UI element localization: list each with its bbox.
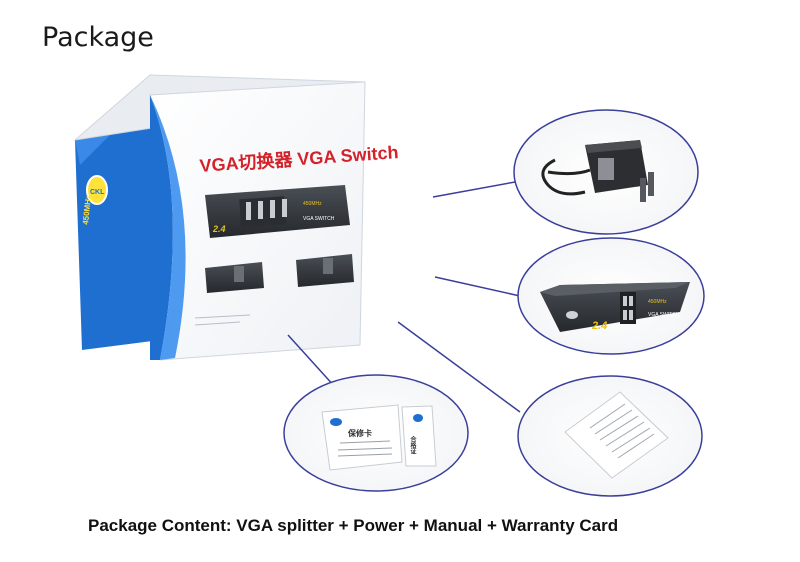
vga-switch-device: 2.4 450MHz VGA SWITCH — [540, 282, 690, 332]
page-heading: Package — [42, 22, 154, 53]
box-logo-icon: CKL — [86, 175, 108, 205]
certificate-card: 合格证 — [401, 405, 437, 467]
warranty-card: 保修卡 — [321, 404, 403, 471]
package-content-caption: Package Content: VGA splitter + Power + … — [88, 516, 619, 535]
svg-text:450MHz: 450MHz — [303, 201, 322, 207]
svg-text:2.4: 2.4 — [212, 224, 226, 234]
svg-text:VGA SWITCH: VGA SWITCH — [303, 216, 335, 222]
box-side-spec: 450MHz — [81, 195, 93, 226]
circle-manual — [517, 375, 703, 497]
svg-text:VGA SWITCH: VGA SWITCH — [648, 312, 680, 318]
svg-text:保修卡: 保修卡 — [347, 428, 372, 438]
circle-power-adapter — [513, 109, 699, 235]
switch-logo-icon — [566, 311, 578, 319]
switch-model-label: 2.4 — [591, 320, 607, 332]
warranty-logo-icon — [330, 418, 342, 426]
svg-text:CKL: CKL — [90, 189, 105, 196]
svg-text:合格证: 合格证 — [409, 435, 416, 455]
product-box: VGA切换器 VGA Switch CKL 450MHz 2.4 450MHz … — [73, 74, 399, 361]
power-adapter-icon — [541, 140, 654, 202]
circle-warranty-card: 保修卡 合格证 — [283, 374, 469, 492]
circle-vga-switch: 2.4 450MHz VGA SWITCH — [517, 237, 705, 355]
svg-text:450MHz: 450MHz — [648, 299, 667, 305]
manual-sheet-icon — [564, 391, 669, 479]
